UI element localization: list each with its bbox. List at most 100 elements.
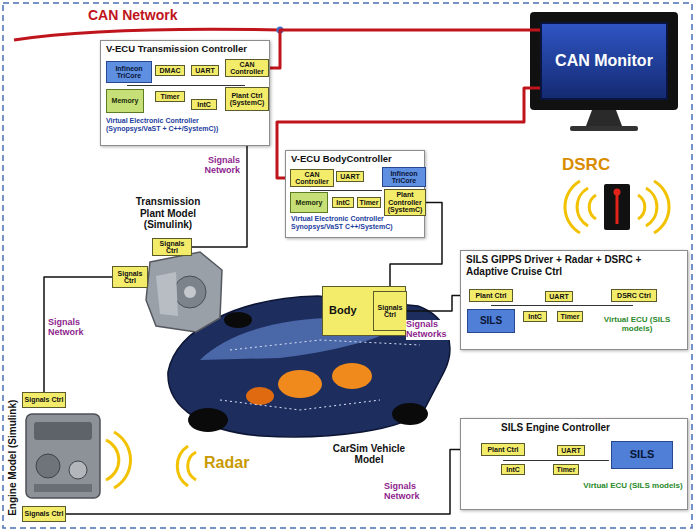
box-label: Timer — [360, 199, 379, 206]
module-box: UART — [191, 65, 219, 76]
memory-box: Memory — [290, 192, 328, 213]
box-label: SILS — [480, 316, 502, 327]
box-label: Plant Ctrl (SystemC) — [226, 92, 268, 107]
bus-line — [310, 190, 382, 191]
box-label: Signals Ctrl — [153, 240, 191, 255]
module-box: UART — [336, 171, 364, 182]
bus-line — [503, 460, 609, 461]
module-box: IntC — [501, 464, 525, 475]
sils-box: SILS — [611, 441, 673, 469]
box-label: Plant Controller (SystemC) — [385, 191, 425, 213]
box-label: Signals Ctrl — [25, 396, 64, 403]
edge-label: Signals Network — [384, 482, 448, 502]
module-box: Timer — [357, 197, 381, 208]
box-label: Plant Ctrl — [475, 292, 506, 299]
box-label: Infineon TriCore — [107, 65, 151, 80]
sils-box: SILS — [467, 309, 515, 333]
bus-line — [127, 85, 245, 86]
box-label: DMAC — [160, 67, 181, 74]
module-box: Plant Ctrl (SystemC) — [225, 87, 269, 111]
module-box: Timer — [155, 91, 185, 102]
network-label: CAN Network — [88, 8, 177, 23]
module-box: Signals Ctrl — [112, 266, 148, 288]
box-label: UART — [561, 447, 580, 454]
module-box: CAN Controller — [225, 59, 269, 77]
box-label: IntC — [336, 199, 350, 206]
module-box: UART — [545, 291, 573, 302]
edge-label: Signals Network — [176, 156, 240, 176]
box-label: Signals Ctrl — [25, 510, 64, 517]
module-box: Plant Controller (SystemC) — [384, 189, 426, 216]
box-label: CAN Monitor — [555, 53, 653, 70]
monitor-screen: CAN Monitor — [540, 22, 668, 100]
ecu-footer: Virtual Electronic Controller (Synopsys/… — [106, 117, 220, 133]
box-label: UART — [340, 173, 359, 180]
box-label: UART — [549, 293, 568, 300]
box-label: Timer — [561, 313, 580, 320]
ecu-heading: V-ECU Transmission Controller — [106, 44, 268, 55]
box-label: CAN Controller — [291, 171, 333, 186]
box-label: Timer — [161, 93, 180, 100]
model-heading: Engine Model (Simulink) — [7, 393, 19, 523]
engine-model-group: Engine Model (Simulink)Signals CtrlSigna… — [4, 388, 104, 528]
box-label: SILS — [630, 449, 654, 461]
module-box: CAN Controller — [290, 169, 334, 187]
module-box: Signals Ctrl — [22, 392, 66, 408]
dashed-frame — [3, 3, 692, 528]
radar-waves — [106, 432, 196, 488]
ecu-heading: SILS Engine Controller — [501, 422, 681, 434]
body-label: Body — [329, 304, 371, 317]
box-label: UART — [195, 67, 214, 74]
signal-wire — [66, 450, 481, 515]
module-box: IntC — [191, 99, 217, 110]
box-label: DSRC Ctrl — [617, 292, 651, 299]
monitor-bezel — [530, 12, 678, 131]
transmission-illustration — [146, 252, 222, 332]
box-label: Signals Ctrl — [374, 304, 406, 319]
box-label: IntC — [528, 313, 542, 320]
vehicle-label: CarSim Vehicle Model — [326, 443, 412, 465]
module-box: Timer — [553, 464, 579, 475]
module-box: DSRC Ctrl — [611, 289, 657, 302]
radar-label: Radar — [204, 454, 249, 472]
signal-wire — [44, 277, 112, 392]
ecu-footer: Virtual ECU (SILS models) — [581, 481, 685, 490]
module-box: Plant Ctrl — [481, 443, 525, 456]
box-label: Plant Ctrl — [487, 446, 518, 453]
sils-ecu-box: SILS GIPPS Driver + Radar + DSRC + Adapt… — [460, 250, 688, 350]
ecu-heading: SILS GIPPS Driver + Radar + DSRC + Adapt… — [466, 254, 684, 277]
memory-box: Memory — [106, 89, 144, 113]
module-box: UART — [557, 445, 585, 456]
can-bus-line — [14, 29, 280, 40]
box-label: Memory — [112, 97, 139, 104]
ecu-footer: Virtual Electronic Controller Synopsys/V… — [291, 215, 421, 231]
plant-model-group: Transmission Plant Model (Simulink)Signa… — [112, 196, 224, 292]
ecu-footer: Virtual ECU (SILS models) — [589, 315, 685, 333]
box-label: Signals Ctrl — [113, 270, 147, 285]
module-box: Signals Ctrl — [373, 291, 407, 331]
box-label: IntC — [197, 101, 211, 108]
module-box: DMAC — [155, 65, 185, 76]
sils-ecu-box: SILS Engine ControllerVirtual ECU (SILS … — [460, 418, 688, 510]
box-label: Timer — [557, 466, 576, 473]
dsrc-label: DSRC — [562, 156, 610, 175]
bus-line — [491, 305, 633, 306]
ecu-heading: V-ECU BodyController — [291, 154, 421, 165]
module-box: IntC — [523, 311, 547, 322]
body-box: BodySignals Ctrl — [322, 286, 406, 336]
module-box: IntC — [332, 197, 354, 208]
dsrc-antenna — [565, 181, 669, 233]
engine-illustration — [26, 414, 100, 498]
module-box: Signals Ctrl — [152, 238, 192, 256]
virtual-ecu-box: V-ECU Transmission ControllerVirtual Ele… — [100, 40, 270, 146]
processor-box: Infineon TriCore — [106, 61, 152, 83]
box-label: Infineon TriCore — [383, 170, 425, 185]
virtual-ecu-box: V-ECU BodyControllerVirtual Electronic C… — [285, 150, 425, 238]
box-label: IntC — [506, 466, 520, 473]
module-box: Timer — [557, 311, 583, 322]
module-box: Plant Ctrl — [469, 289, 513, 302]
can-bus-wire — [269, 30, 540, 68]
box-label: Memory — [296, 199, 323, 206]
box-label: CAN Controller — [226, 61, 268, 76]
